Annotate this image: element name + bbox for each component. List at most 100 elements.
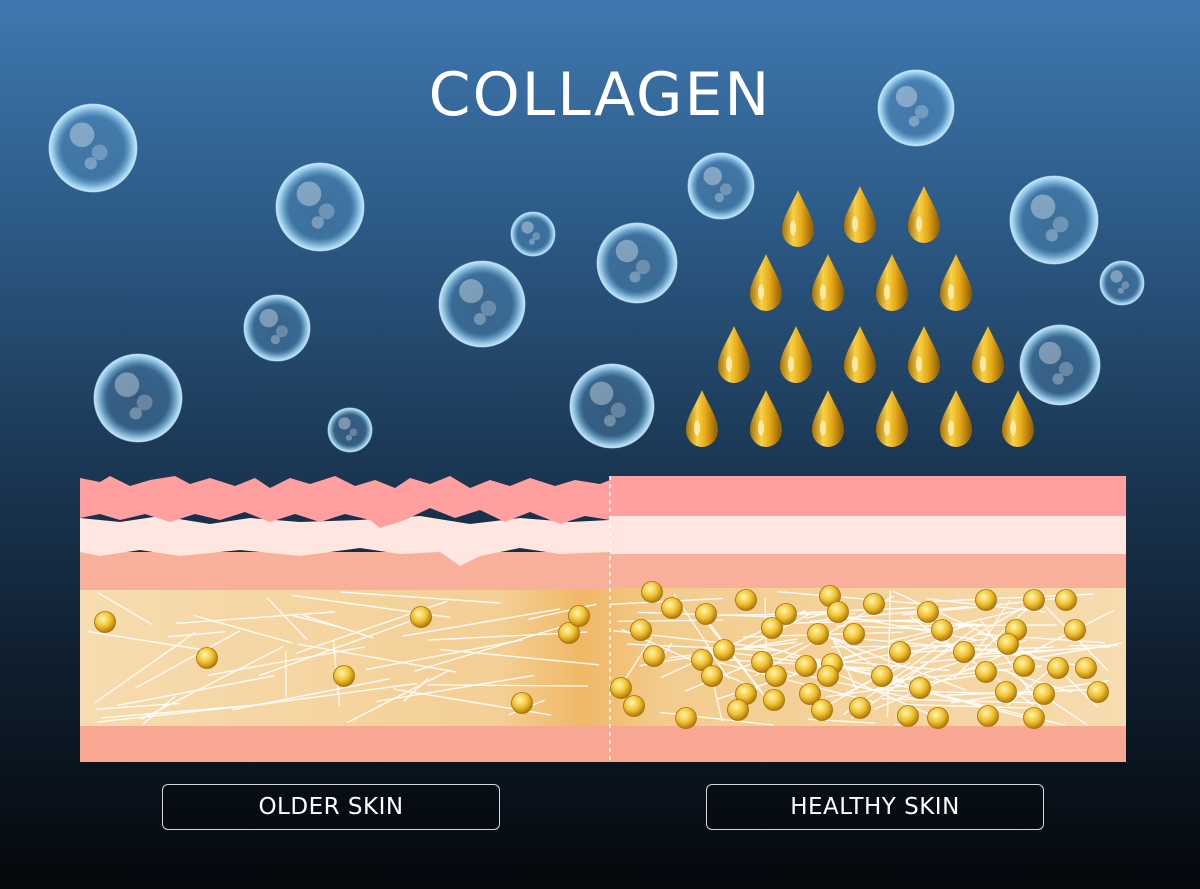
collagen-dot-icon bbox=[997, 633, 1019, 655]
older-epidermis bbox=[80, 476, 610, 528]
bubble-icon bbox=[438, 260, 526, 348]
collagen-dot-icon bbox=[735, 589, 757, 611]
collagen-dot-icon bbox=[410, 606, 432, 628]
collagen-dot-icon bbox=[811, 699, 833, 721]
collagen-dot-icon bbox=[1055, 589, 1077, 611]
bubble-icon bbox=[510, 211, 556, 257]
older-skin-label: OLDER SKIN bbox=[162, 784, 500, 830]
bubble-icon bbox=[243, 294, 311, 362]
collagen-dot-icon bbox=[610, 677, 632, 699]
collagen-dot-icon bbox=[827, 601, 849, 623]
older-dermis-light bbox=[80, 516, 610, 566]
collagen-dot-icon bbox=[701, 665, 723, 687]
healthy-dermis-light bbox=[610, 516, 1126, 554]
bubble-icon bbox=[1009, 175, 1099, 265]
collagen-dot-icon bbox=[1023, 707, 1045, 729]
healthy-epidermis bbox=[610, 476, 1126, 516]
collagen-dot-icon bbox=[863, 593, 885, 615]
collagen-droplet-icon bbox=[750, 390, 782, 447]
collagen-dot-icon bbox=[623, 695, 645, 717]
collagen-dot-icon bbox=[568, 605, 590, 627]
bubble-icon bbox=[687, 152, 755, 220]
collagen-dot-icon bbox=[889, 641, 911, 663]
collagen-dot-icon bbox=[643, 645, 665, 667]
collagen-droplet-icon bbox=[750, 254, 782, 311]
collagen-droplet-icon bbox=[908, 186, 940, 243]
collagen-dot-icon bbox=[713, 639, 735, 661]
bubble-icon bbox=[1019, 324, 1101, 406]
bubble-icon bbox=[877, 69, 955, 147]
older-collagen-dots bbox=[94, 605, 590, 714]
page-title: COLLAGEN bbox=[428, 60, 772, 130]
collagen-droplet-icon bbox=[686, 390, 718, 447]
collagen-dot-icon bbox=[761, 617, 783, 639]
collagen-droplet-icon bbox=[812, 390, 844, 447]
collagen-dot-icon bbox=[558, 622, 580, 644]
collagen-dot-icon bbox=[1047, 657, 1069, 679]
collagen-droplet-icon bbox=[908, 326, 940, 383]
skin-cross-section bbox=[80, 476, 1126, 762]
collagen-dot-icon bbox=[897, 705, 919, 727]
bubble-icon bbox=[48, 103, 138, 193]
collagen-droplet-icon bbox=[972, 326, 1004, 383]
collagen-dot-icon bbox=[675, 707, 697, 729]
collagen-dot-icon bbox=[843, 623, 865, 645]
collagen-dot-icon bbox=[975, 589, 997, 611]
collagen-dot-icon bbox=[975, 661, 997, 683]
healthy-collagen-dots bbox=[610, 581, 1109, 729]
bubble-icon bbox=[327, 407, 373, 453]
collagen-dot-icon bbox=[630, 619, 652, 641]
collagen-dot-icon bbox=[333, 665, 355, 687]
bubble-icon bbox=[1099, 260, 1145, 306]
collagen-droplet-icon bbox=[844, 326, 876, 383]
bubble-icon bbox=[93, 353, 183, 443]
collagen-dot-icon bbox=[1023, 589, 1045, 611]
collagen-dot-icon bbox=[977, 705, 999, 727]
collagen-droplet-icon bbox=[1002, 390, 1034, 447]
collagen-dot-icon bbox=[511, 692, 533, 714]
collagen-dot-icon bbox=[727, 699, 749, 721]
bubble-icon bbox=[275, 162, 365, 252]
collagen-dot-icon bbox=[765, 665, 787, 687]
collagen-droplet-icon bbox=[844, 186, 876, 243]
collagen-dot-icon bbox=[995, 681, 1017, 703]
collagen-dot-icon bbox=[799, 683, 821, 705]
collagen-dot-icon bbox=[695, 603, 717, 625]
collagen-droplet-icon bbox=[812, 254, 844, 311]
collagen-dot-icon bbox=[871, 665, 893, 687]
collagen-dot-icon bbox=[1033, 683, 1055, 705]
collagen-dot-icon bbox=[917, 601, 939, 623]
collagen-dot-icon bbox=[1087, 681, 1109, 703]
collagen-dot-icon bbox=[849, 697, 871, 719]
healthy-skin-label: HEALTHY SKIN bbox=[706, 784, 1044, 830]
collagen-dot-icon bbox=[817, 665, 839, 687]
collagen-dot-icon bbox=[691, 649, 713, 671]
collagen-dot-icon bbox=[795, 655, 817, 677]
collagen-dot-icon bbox=[1064, 619, 1086, 641]
collagen-dot-icon bbox=[763, 689, 785, 711]
collagen-droplet-icon bbox=[782, 190, 814, 247]
collagen-dot-icon bbox=[927, 707, 949, 729]
collagen-dot-icon bbox=[196, 647, 218, 669]
collagen-dot-icon bbox=[661, 597, 683, 619]
collagen-droplet-icon bbox=[780, 326, 812, 383]
older-dermis-mid bbox=[80, 552, 610, 590]
bubble-icon bbox=[596, 222, 678, 304]
collagen-dot-icon bbox=[931, 619, 953, 641]
collagen-droplet-icon bbox=[940, 390, 972, 447]
base-layer bbox=[80, 726, 1126, 762]
collagen-droplet-icon bbox=[876, 390, 908, 447]
collagen-dot-icon bbox=[1075, 657, 1097, 679]
collagen-dot-icon bbox=[751, 651, 773, 673]
collagen-droplet-icon bbox=[876, 254, 908, 311]
collagen-dot-icon bbox=[641, 581, 663, 603]
collagen-dot-icon bbox=[909, 677, 931, 699]
collagen-dot-icon bbox=[1013, 655, 1035, 677]
collagen-dot-icon bbox=[775, 603, 797, 625]
collagen-dot-icon bbox=[94, 611, 116, 633]
collagen-droplets-group bbox=[686, 186, 1034, 447]
collagen-dot-icon bbox=[807, 623, 829, 645]
collagen-dot-icon bbox=[953, 641, 975, 663]
healthy-dermis-mid bbox=[610, 554, 1126, 588]
